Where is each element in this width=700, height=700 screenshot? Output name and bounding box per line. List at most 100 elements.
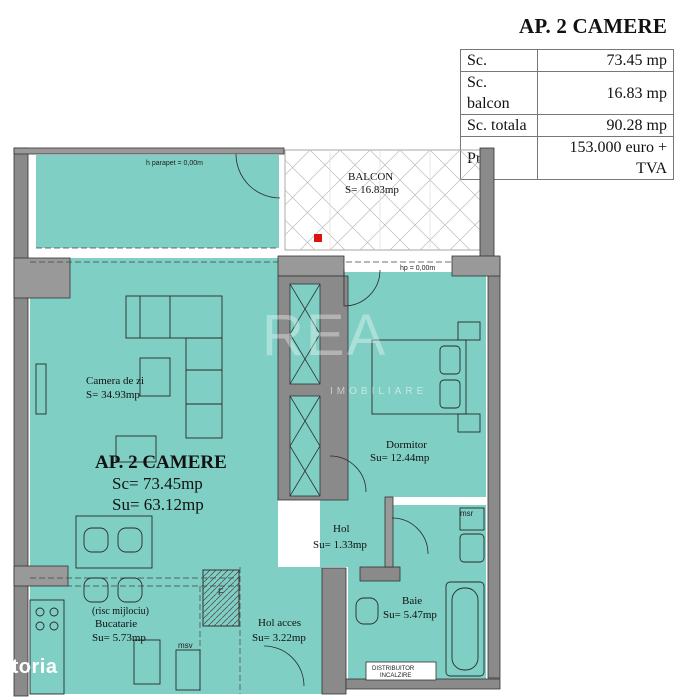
msv-label: msv (178, 641, 193, 650)
door-balcony (235, 153, 281, 199)
pillow-1 (439, 345, 461, 375)
wall-kitchen-top (13, 565, 69, 587)
page-title: AP. 2 CAMERE (519, 14, 668, 38)
kitchen-counter (29, 599, 65, 695)
kitchen-area: Su= 5.73mp (92, 632, 146, 644)
parapet-label-right: hp = 0,00m (400, 265, 435, 272)
interior-partition: F (202, 275, 349, 627)
apartment-title: AP. 2 CAMERE (95, 452, 227, 473)
spec-label: Sc. balcon (460, 71, 538, 115)
bedroom-furniture (371, 321, 481, 433)
bath-upper-fill (390, 505, 486, 567)
entry-hall-area: Su= 3.22mp (252, 632, 306, 644)
entry-hall-name: Hol acces (258, 617, 301, 629)
msr-label: msr (460, 509, 474, 518)
doors (235, 153, 429, 687)
outlet-marker (314, 234, 322, 242)
hall-area: Su= 1.33mp (313, 539, 367, 551)
spec-value: 16.83 mp (536, 71, 675, 115)
balcony-name: BALCON (348, 171, 393, 183)
watermark-logo: REA (262, 303, 388, 368)
kitchen-note: (risc mijlociu) (92, 606, 149, 617)
hall-fill (320, 497, 385, 567)
spec-label: Pret (460, 136, 538, 180)
living-furniture (35, 295, 223, 603)
shaft-label: F (218, 587, 224, 597)
hob-1 (35, 607, 45, 617)
door-bedroom (343, 269, 381, 307)
bathtub (445, 581, 485, 677)
table-row: Sc. balcon 16.83 mp (460, 71, 675, 115)
apartment-su: Su= 63.12mp (112, 495, 204, 514)
table-row: Sc. totala 90.28 mp (460, 114, 675, 137)
bedroom-name: Dormitor (386, 439, 427, 451)
hob-2 (49, 607, 59, 617)
spec-value: 153.000 euro + TVA (536, 136, 675, 180)
area-spec-table: Sc. 73.45 mp Sc. balcon 16.83 mp Sc. tot… (460, 49, 675, 180)
door-entry (263, 645, 305, 687)
storia-watermark: storia (0, 656, 58, 678)
boiler (459, 507, 485, 531)
hall-name: Hol (333, 523, 350, 535)
washbasin (459, 533, 485, 563)
kitchen-fill (30, 580, 200, 694)
bathtub-inner (451, 587, 479, 671)
kitchen-name: Bucatarie (95, 618, 137, 630)
watermark-sub: IMOBILIARE (330, 386, 428, 397)
bedroom-area: Su= 12.44mp (370, 452, 430, 464)
desk (115, 435, 157, 463)
ventilation-shaft (202, 569, 240, 627)
chair-4 (117, 577, 143, 603)
bed (371, 339, 467, 415)
chair-1 (83, 527, 109, 553)
wall-hall-right (384, 496, 394, 568)
toilet (355, 597, 379, 625)
distributor-label-2: INCALZIRE (380, 673, 411, 679)
wall-right-balcony (479, 147, 495, 259)
pillar-left (13, 257, 71, 299)
balcony-area: S= 16.83mp (345, 184, 399, 196)
balcony-left-fill (36, 155, 279, 248)
wall-right (487, 257, 501, 679)
wall-bath-left (321, 567, 347, 695)
apartment-sc: Sc= 73.45mp (112, 474, 203, 493)
dining-table (75, 515, 153, 569)
nightstand-1 (457, 321, 481, 341)
bath-furniture (355, 507, 485, 677)
coffee-table (139, 357, 171, 397)
wardrobe-upper (289, 283, 321, 385)
chair-3 (83, 577, 109, 603)
nightstand-2 (457, 413, 481, 433)
wall-left (13, 147, 29, 697)
bedroom-fill (344, 272, 486, 497)
tv-unit (35, 363, 47, 415)
sofa-back (125, 295, 223, 339)
entry-hall-fill (240, 567, 322, 694)
distributor-label-1: DISTRIBUITOR (372, 666, 415, 672)
spec-label: Sc. totala (460, 114, 538, 137)
kitchen-furniture (29, 599, 201, 695)
parapet-label: h parapet = 0,00m (146, 160, 203, 167)
sofa-corner (185, 337, 223, 439)
bath-name: Baie (402, 595, 422, 607)
pillow-2 (439, 379, 461, 409)
bath-fill (348, 567, 486, 679)
living-name: Camera de zi (86, 375, 144, 387)
living-area: S= 34.93mp (86, 389, 140, 401)
room-fills (30, 155, 486, 694)
wall-bottom (345, 678, 501, 690)
sink (133, 639, 161, 685)
door-bath (391, 517, 429, 555)
chair-2 (117, 527, 143, 553)
table-row: Pret 153.000 euro + TVA (460, 136, 675, 180)
balcony-tiles (284, 149, 481, 251)
hob-3 (35, 621, 45, 631)
dishwasher (175, 649, 201, 691)
pillar-mid (277, 255, 345, 277)
spec-value: 90.28 mp (536, 114, 675, 137)
wall-bath-top (359, 566, 401, 582)
walls (13, 147, 501, 697)
wardrobe-lower (289, 395, 321, 497)
bath-area: Su= 5.47mp (383, 609, 437, 621)
